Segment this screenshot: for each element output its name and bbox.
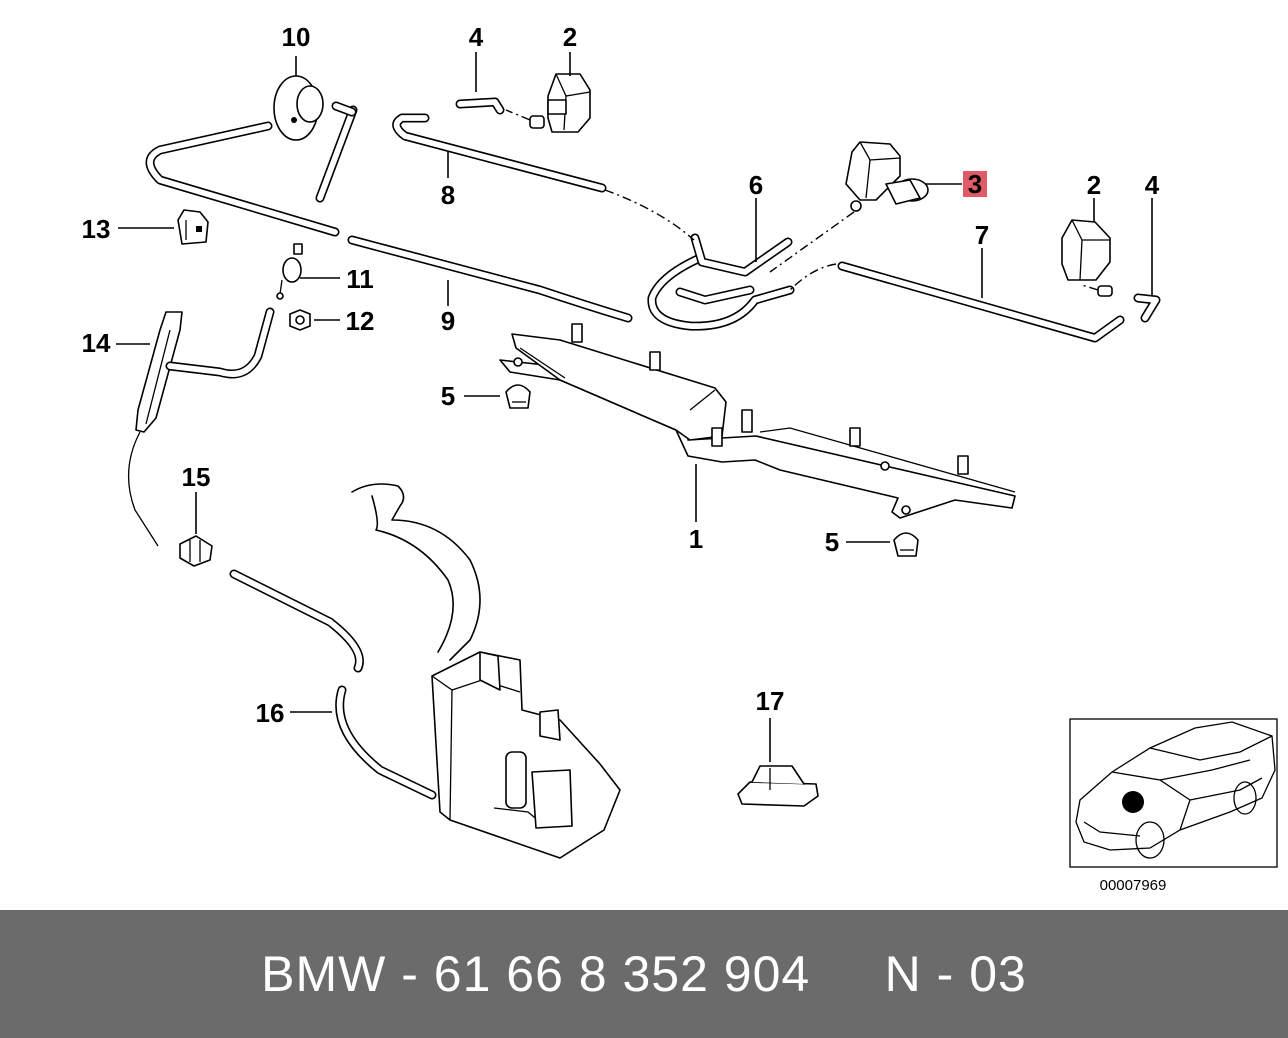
callout-5-left: 5 — [441, 381, 455, 411]
washer-reservoir — [351, 483, 621, 859]
callout-14: 14 — [82, 328, 111, 358]
clip-5-left — [505, 384, 531, 409]
car-location-inset: 00007969 — [1069, 718, 1278, 894]
highlight-3 — [963, 171, 987, 197]
elbow-connector-4-right — [1133, 293, 1161, 323]
connection-lines — [505, 109, 1099, 291]
bracket-1 — [499, 323, 1016, 519]
callout-3: 3 — [968, 169, 982, 199]
callout-9: 9 — [441, 306, 455, 336]
nut-12 — [289, 309, 311, 331]
diagram-id: 00007969 — [1100, 877, 1167, 894]
spray-nozzle-14 — [127, 307, 275, 547]
callout-8: 8 — [441, 180, 455, 210]
y-distributor-6 — [647, 233, 795, 331]
hose-8 — [392, 113, 607, 193]
callout-1: 1 — [689, 524, 703, 554]
callout-15: 15 — [182, 462, 211, 492]
hose-7 — [837, 261, 1125, 343]
nozzle-11 — [276, 243, 303, 300]
location-dot — [1122, 791, 1144, 813]
check-valve-2-top — [547, 73, 591, 133]
callout-10: 10 — [282, 22, 311, 52]
callout-6: 6 — [749, 170, 763, 200]
callout-2-top: 2 — [563, 22, 577, 52]
callout-2-right: 2 — [1087, 170, 1101, 200]
check-valve-2-right — [1061, 219, 1113, 297]
callouts: 10 4 2 3 6 2 4 7 8 9 13 11 12 14 5 1 5 1… — [82, 22, 1160, 728]
callout-13: 13 — [82, 214, 111, 244]
clip-17 — [737, 765, 819, 807]
valve-3 — [845, 141, 929, 212]
callout-12: 12 — [346, 306, 375, 336]
callout-5-right: 5 — [825, 527, 839, 557]
grommet-10 — [273, 75, 358, 203]
connector-15 — [179, 535, 213, 567]
clip-5-right — [893, 532, 919, 557]
leader-lines — [116, 52, 1153, 762]
callout-17: 17 — [756, 686, 785, 716]
callout-4-top: 4 — [469, 22, 484, 52]
hose-9 — [145, 121, 633, 323]
parts-diagram: 10 4 2 3 6 2 4 7 8 9 13 11 12 14 5 1 5 1… — [82, 22, 1278, 894]
elbow-connector-4-top — [455, 97, 545, 129]
footer-bar: BMW - 61 66 8 352 904 N - 03 — [0, 910, 1288, 1038]
callout-11: 11 — [346, 264, 374, 294]
callout-4-right: 4 — [1145, 170, 1160, 200]
clip-13 — [177, 209, 209, 245]
callout-7: 7 — [975, 220, 989, 250]
hose-16 — [229, 569, 437, 800]
callout-16: 16 — [256, 698, 285, 728]
part-number-caption: BMW - 61 66 8 352 904 N - 03 — [261, 946, 1027, 1002]
